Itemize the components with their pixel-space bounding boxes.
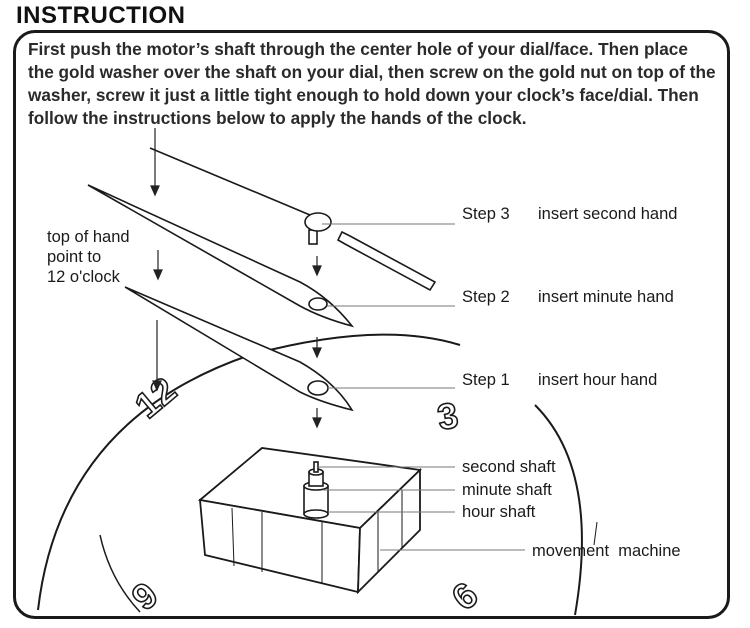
top-note-line-1: top of hand: [47, 228, 130, 246]
instruction-frame: [13, 30, 730, 619]
leader-lines: [318, 223, 598, 551]
intro-paragraph: First push the motor’s shaft through the…: [28, 39, 716, 128]
hour-hand: [124, 286, 354, 412]
left-arrows: [150, 128, 163, 392]
step-1-text: insert hour hand: [538, 371, 658, 389]
second-shaft-label: second shaft: [462, 458, 556, 476]
second-hand: [149, 147, 437, 292]
clock-dial-arc: [37, 333, 461, 611]
clock-dial-arc-right: [534, 404, 583, 616]
step-3-label: Step 3: [462, 205, 510, 223]
dial-numeral-9: 9: [124, 574, 166, 618]
top-note-line-2: point to: [47, 248, 102, 266]
clock-dial-arc-bottom-left: [99, 534, 141, 613]
top-note-line-3: 12 o'clock: [47, 268, 120, 286]
step-3-text: insert second hand: [538, 205, 678, 223]
shaft-stack: [303, 461, 329, 519]
dial-numeral-6: 6: [444, 574, 486, 618]
center-arrows: [312, 256, 322, 429]
page-title: INSTRUCTION: [16, 2, 186, 29]
minute-shaft-label: minute shaft: [462, 481, 552, 499]
dial-numeral-3: 3: [434, 394, 461, 438]
minute-hand: [87, 184, 355, 328]
step-2-label: Step 2: [462, 288, 510, 306]
movement-machine-label: movement machine: [532, 542, 681, 560]
step-1-label: Step 1: [462, 371, 510, 389]
top-of-hand-note: top of hand point to 12 o'clock: [47, 227, 130, 287]
step-2-text: insert minute hand: [538, 288, 674, 306]
hour-shaft-label: hour shaft: [462, 503, 536, 521]
